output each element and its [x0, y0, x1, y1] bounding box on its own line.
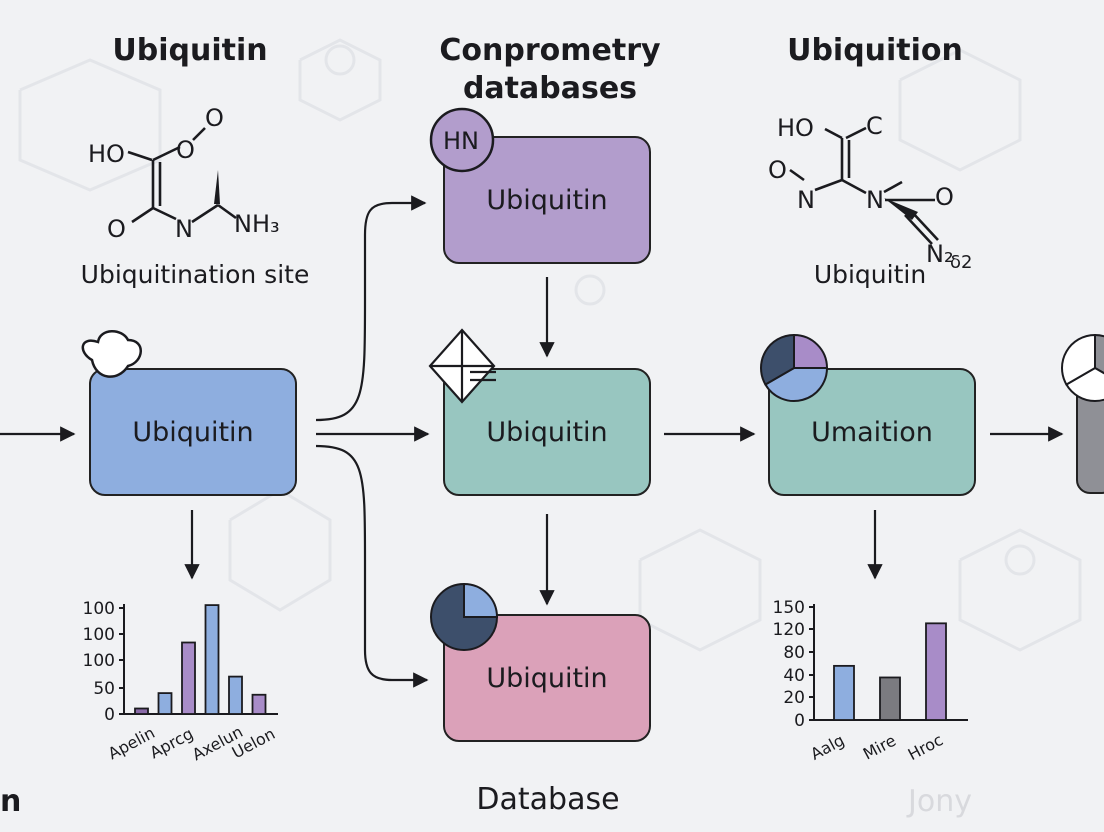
- chart2-tick-label: 40: [783, 666, 805, 686]
- molecule-right-caption: Ubiquitin: [813, 260, 927, 289]
- atom-ho: HO: [777, 114, 814, 142]
- heading-middle-line2: databases: [462, 71, 638, 106]
- chart1-tick-label: 100: [83, 599, 115, 619]
- chart2-category-label: Mire: [860, 731, 899, 764]
- edge-box-partial: [1076, 360, 1104, 494]
- molecule-right: HO C O N N O N₂ δ2: [768, 112, 972, 273]
- process-box-top[interactable]: Ubiquitin: [443, 136, 651, 264]
- chart2-tick-label: 150: [773, 598, 805, 618]
- process-box-left[interactable]: Ubiquitin: [89, 368, 297, 496]
- chart2-bar: [833, 664, 855, 721]
- chart2-bar: [879, 676, 901, 721]
- edge-text-left: n: [0, 784, 22, 819]
- chart1-bar: [134, 707, 149, 715]
- arrow-branch-to-bottom: [315, 444, 429, 688]
- chart2-category-label: Aalg: [807, 730, 847, 763]
- process-box-bottom-label: Ubiquitin: [486, 662, 608, 694]
- atom-nh3: NH₃: [234, 210, 280, 238]
- atom-c: C: [866, 112, 883, 140]
- chart2-tick-label: 20: [783, 688, 805, 708]
- atom-o: O: [205, 104, 224, 132]
- bottom-database-label: Database: [476, 782, 620, 817]
- atom-n: N: [175, 215, 193, 243]
- process-box-right[interactable]: Umaition: [768, 368, 976, 496]
- watermark-text: Jony: [908, 784, 972, 819]
- atom-o: O: [935, 183, 954, 211]
- chart1-bar: [251, 693, 267, 715]
- process-box-top-label: Ubiquitin: [486, 184, 608, 216]
- chart2-tick-label: 0: [794, 711, 805, 731]
- atom-o: O: [107, 215, 126, 243]
- arrow-branch-to-top: [315, 195, 427, 422]
- process-box-right-label: Umaition: [811, 416, 933, 448]
- atom-subscript: δ2: [950, 252, 972, 273]
- chart2-tick-label: 120: [773, 620, 805, 640]
- chart1-bar: [157, 692, 173, 715]
- process-box-middle[interactable]: Ubiquitin: [443, 368, 651, 496]
- molecule-left-caption: Ubiquitination site: [80, 260, 310, 289]
- heading-middle-line1: Conprometry: [439, 33, 661, 68]
- chart1-tick-label: 0: [104, 705, 115, 725]
- molecule-left: HO O O O N NH₃: [88, 104, 280, 243]
- atom-n: N: [866, 186, 884, 214]
- chart1-tick-label: 100: [83, 651, 115, 671]
- chart1-bar: [181, 641, 196, 715]
- process-box-middle-label: Ubiquitin: [486, 416, 608, 448]
- process-box-bottom[interactable]: Ubiquitin: [443, 614, 651, 742]
- atom-n: N: [797, 186, 815, 214]
- chart1-tick-label: 50: [93, 679, 115, 699]
- chart1-category-label: Aprcg: [147, 724, 197, 763]
- atom-o: O: [176, 136, 195, 164]
- process-box-left-label: Ubiquitin: [132, 416, 254, 448]
- atom-o: O: [768, 156, 787, 184]
- chart2-bar: [925, 622, 947, 721]
- chart1-tick-label: 100: [83, 625, 115, 645]
- chart1-bar: [228, 675, 243, 715]
- heading-right: Ubiquition: [787, 33, 963, 68]
- heading-left: Ubiquitin: [112, 33, 268, 68]
- chart2-category-label: Hroc: [905, 730, 946, 764]
- atom-n2: N₂: [926, 240, 954, 268]
- chart2-tick-label: 80: [783, 643, 805, 663]
- atom-ho: HO: [88, 140, 125, 168]
- chart1-bar: [204, 604, 220, 715]
